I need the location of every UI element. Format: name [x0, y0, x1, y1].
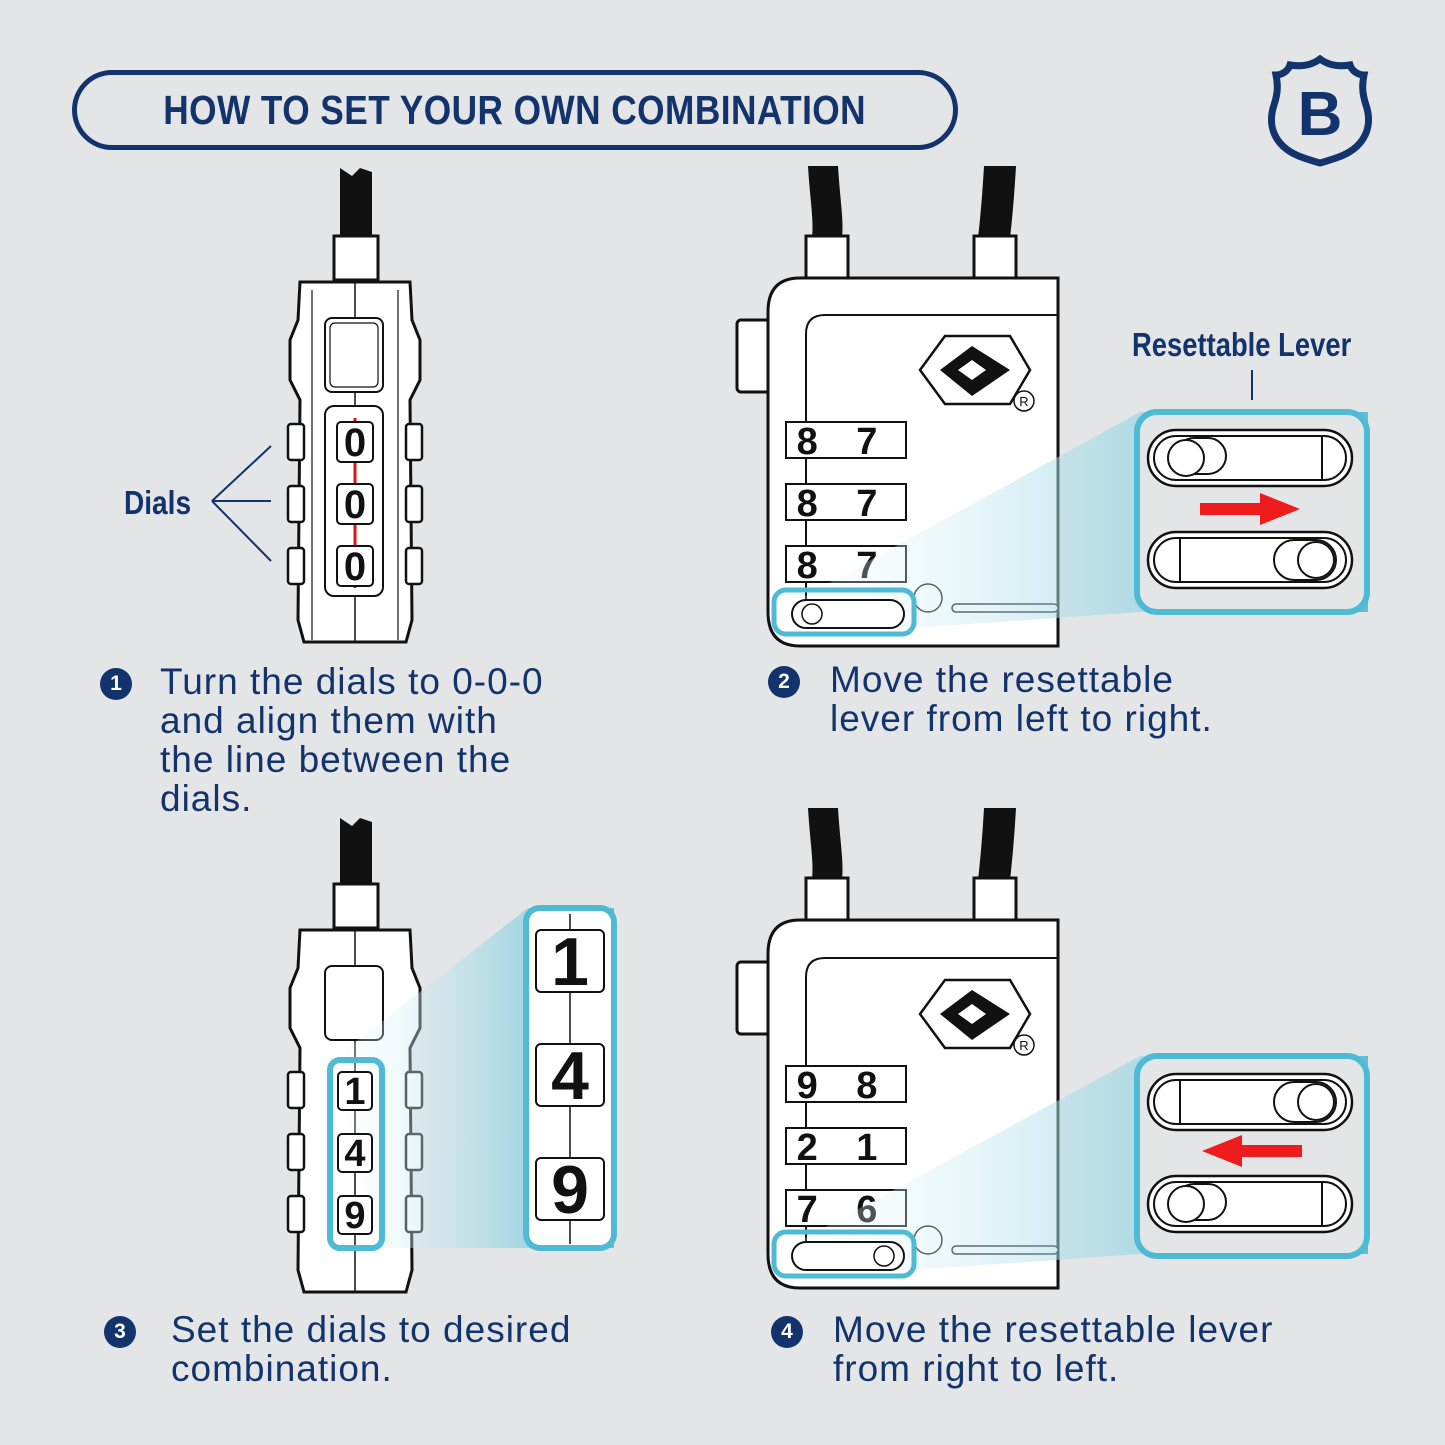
step-number-badge: 2 [768, 666, 800, 698]
title-banner: HOW TO SET YOUR OWN COMBINATION [72, 70, 958, 150]
svg-text:0: 0 [344, 483, 366, 527]
svg-text:1: 1 [551, 924, 589, 1000]
svg-text:9 8: 9 8 [797, 1065, 892, 1107]
svg-text:4: 4 [344, 1133, 365, 1175]
step-1: 1 Turn the dials to 0-0-0 and align them… [100, 662, 580, 818]
step-number-badge: 4 [771, 1316, 803, 1348]
step-4: 4 Move the resettable lever from right t… [771, 1310, 1273, 1388]
resettable-lever-label: Resettable Lever [1132, 326, 1352, 363]
step-instruction: Set the dials to desired combination. [171, 1309, 572, 1389]
lever-after-left [1146, 1174, 1354, 1234]
step4-lock-illustration: R 9 8 2 1 7 6 [735, 808, 1370, 1290]
svg-text:R: R [1019, 1038, 1028, 1053]
page-title: HOW TO SET YOUR OWN COMBINATION [163, 86, 867, 133]
svg-text:8 7: 8 7 [797, 483, 892, 525]
lever-before-left [1146, 428, 1354, 488]
step-2: 2 Move the resettable lever from left to… [768, 660, 1213, 738]
svg-text:9: 9 [551, 1152, 589, 1228]
step-instruction: Move the resettable lever from left to r… [830, 659, 1213, 739]
svg-text:0: 0 [344, 545, 366, 589]
step-number-badge: 1 [100, 668, 132, 700]
tsa-logo-icon: R [918, 978, 1035, 1056]
step-instruction: Move the resettable lever from right to … [833, 1309, 1274, 1389]
svg-text:8 7: 8 7 [797, 421, 892, 463]
tsa-logo-icon: R [918, 334, 1035, 412]
step-number-badge: 3 [104, 1316, 136, 1348]
svg-text:1: 1 [344, 1071, 365, 1113]
lever-before-right [1146, 1072, 1354, 1132]
svg-text:B: B [1298, 80, 1343, 149]
svg-text:9: 9 [344, 1195, 365, 1237]
step2-lock-illustration: R 8 7 8 7 8 7 [735, 166, 1370, 648]
step-3: 3 Set the dials to desired combination. [104, 1310, 571, 1388]
step3-lock-illustration: 1 4 9 1 4 9 [286, 818, 617, 1294]
shield-logo-icon: B [1268, 55, 1372, 167]
step1-lock-illustration: 0 0 0 [211, 168, 424, 644]
svg-text:R: R [1019, 394, 1028, 409]
svg-text:4: 4 [551, 1038, 589, 1114]
right-arrow-icon [1200, 493, 1300, 525]
step-instruction: Turn the dials to 0-0-0 and align them w… [160, 661, 544, 819]
left-arrow-icon [1202, 1135, 1302, 1167]
svg-text:0: 0 [344, 421, 366, 465]
svg-text:2 1: 2 1 [797, 1127, 892, 1169]
lever-after-right [1146, 530, 1354, 590]
dials-label: Dials [124, 484, 192, 521]
